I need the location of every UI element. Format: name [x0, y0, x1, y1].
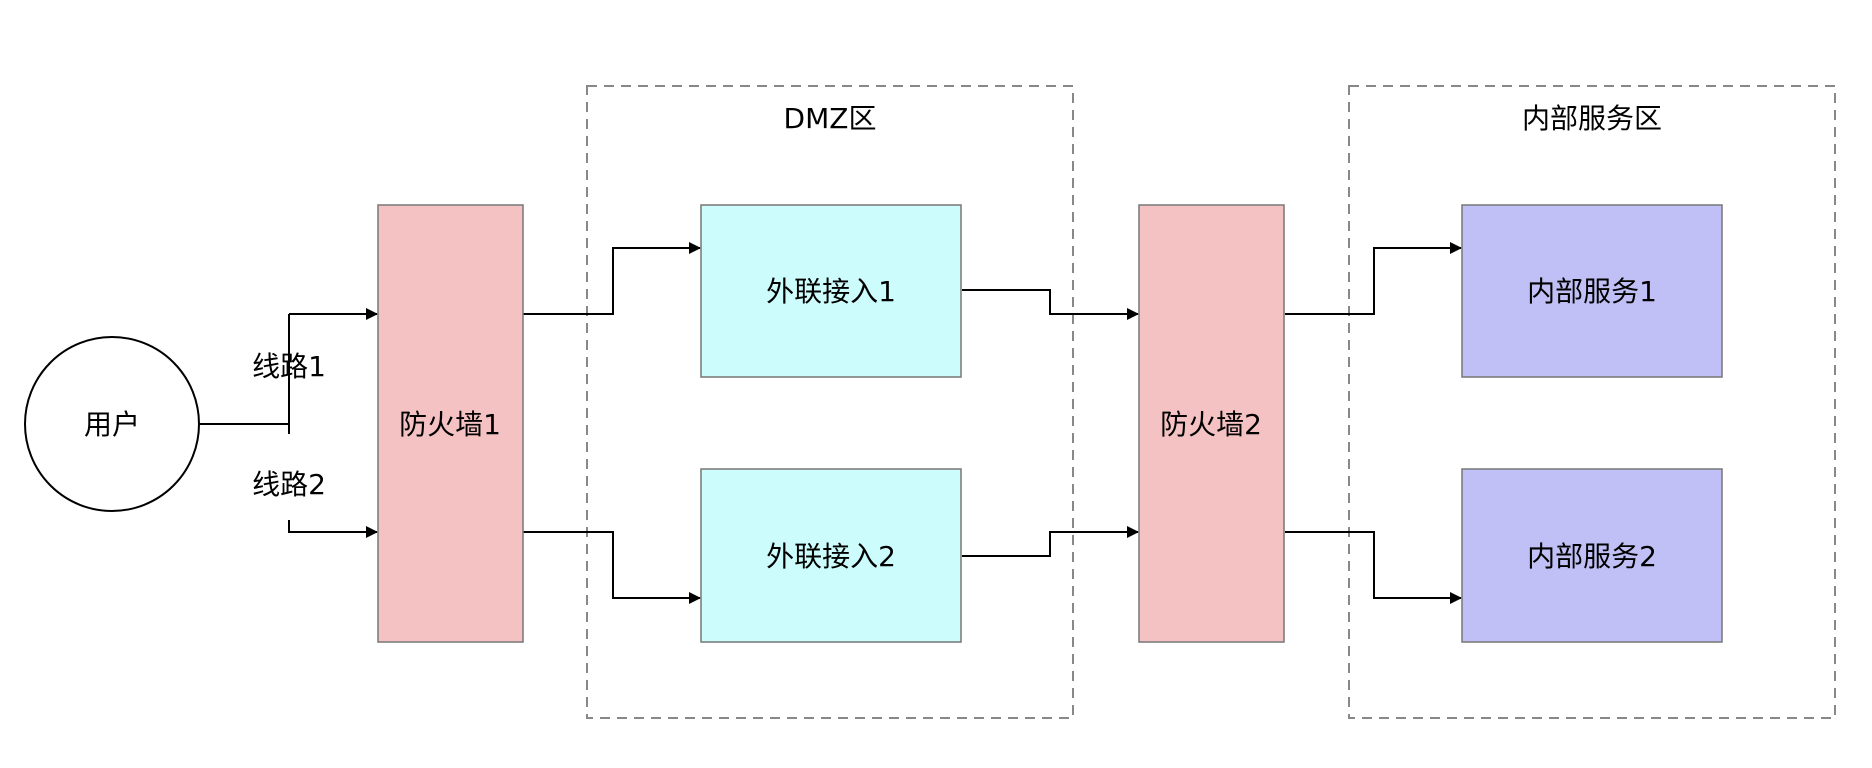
service2-node: 内部服务2	[1461, 468, 1723, 643]
firewall1-node: 防火墙1	[377, 204, 524, 643]
user-node: 用户	[24, 336, 200, 512]
edge-firewall1-to-access2	[523, 531, 701, 604]
edge-access1-to-firewall2	[962, 289, 1139, 320]
line1-label: 线路1	[252, 350, 326, 383]
edge-firewall1-to-access1	[523, 242, 701, 315]
user-node-label: 用户	[84, 408, 140, 441]
connections	[200, 242, 1462, 604]
firewall1-label: 防火墙1	[399, 408, 501, 441]
edge-firewall2-to-service1	[1285, 242, 1462, 315]
internal-zone-border	[1348, 85, 1836, 719]
edge-firewall2-to-service2	[1285, 531, 1462, 604]
access1-shape	[700, 204, 962, 378]
dmz-zone-label: DMZ区	[784, 102, 877, 135]
service1-label: 内部服务1	[1527, 275, 1657, 308]
access1-label: 外联接入1	[766, 275, 896, 308]
service1-shape	[1461, 204, 1723, 378]
dmz-zone: DMZ区	[586, 85, 1074, 719]
edge-access2-to-firewall2	[962, 526, 1139, 557]
internal-zone: 内部服务区	[1348, 85, 1836, 719]
service2-shape	[1461, 468, 1723, 643]
access1-node: 外联接入1	[700, 204, 962, 378]
firewall2-node: 防火墙2	[1138, 204, 1285, 643]
firewall2-label: 防火墙2	[1160, 408, 1262, 441]
access2-shape	[700, 468, 962, 643]
internal-zone-label: 内部服务区	[1522, 102, 1662, 135]
user-node-shape	[24, 336, 200, 512]
service1-node: 内部服务1	[1461, 204, 1723, 378]
access2-node: 外联接入2	[700, 468, 962, 643]
firewall2-shape	[1138, 204, 1285, 643]
edge-line2-to-firewall1	[288, 520, 378, 538]
firewall1-shape	[377, 204, 524, 643]
line2-label: 线路2	[252, 468, 326, 501]
access2-label: 外联接入2	[766, 540, 896, 573]
service2-label: 内部服务2	[1527, 540, 1657, 573]
dmz-zone-border	[586, 85, 1074, 719]
